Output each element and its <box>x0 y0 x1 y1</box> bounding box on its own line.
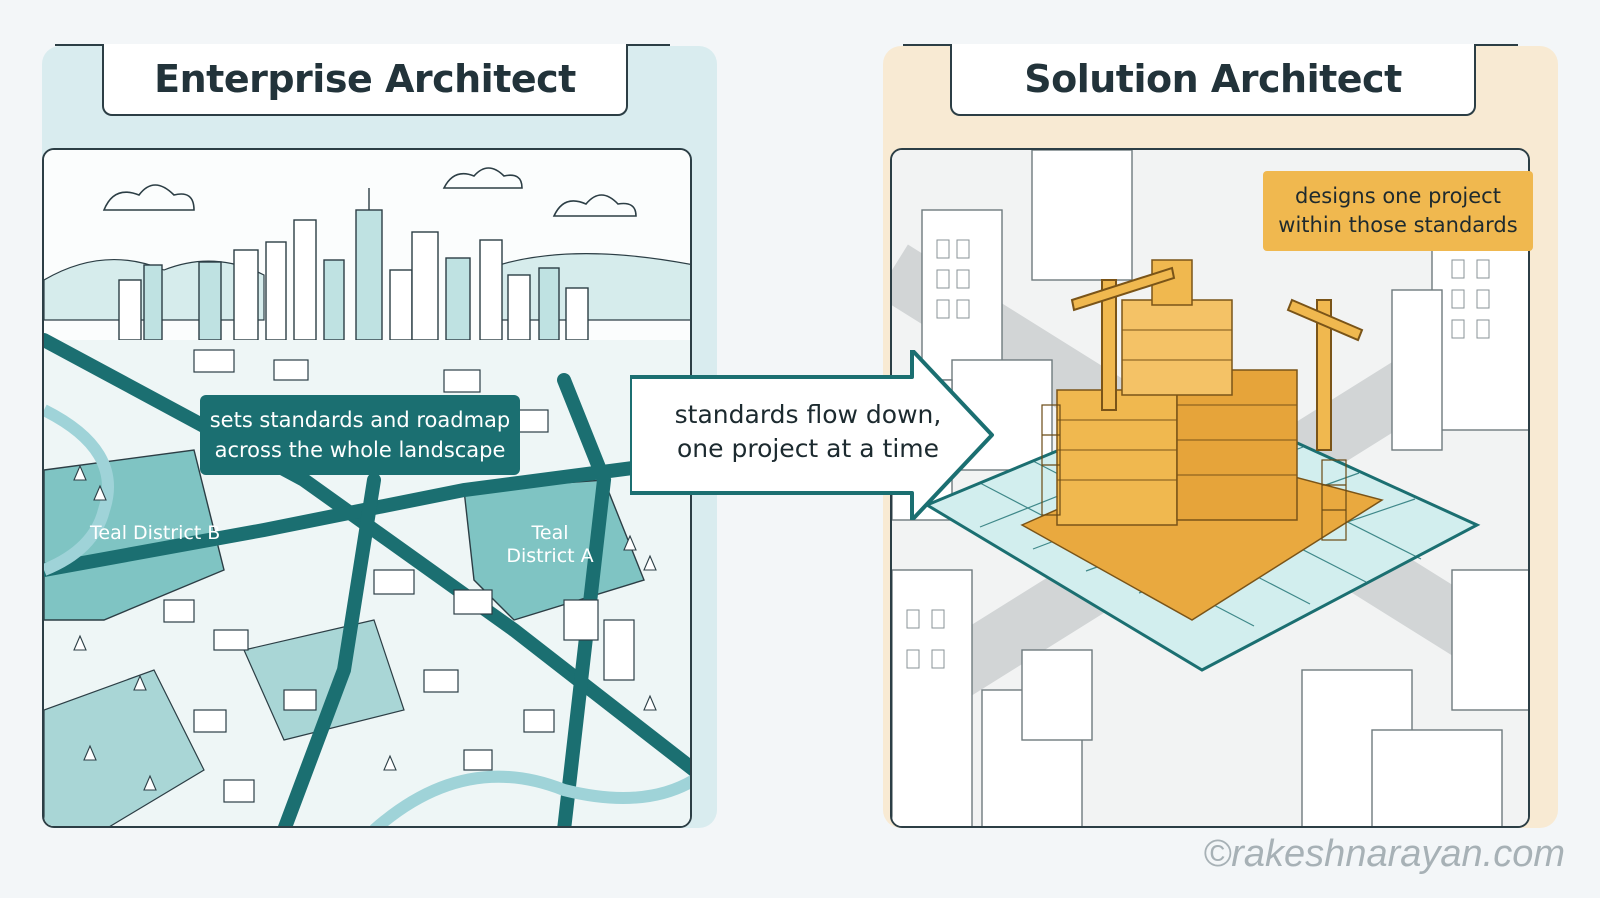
cloud-icon <box>102 184 195 211</box>
solution-callout-line1: designs one project <box>1295 184 1501 208</box>
flow-arrow-line1: standards flow down, <box>674 400 942 429</box>
solution-architect-title: Solution Architect <box>950 44 1476 116</box>
flow-arrow-line2: one project at a time <box>677 434 939 463</box>
enterprise-callout-line2: across the whole landscape <box>214 438 506 462</box>
right-arrow-icon <box>630 350 994 520</box>
enterprise-architect-title: Enterprise Architect <box>102 44 628 116</box>
city-landscape-illustration <box>42 148 692 828</box>
teal-district-a-line2: District A <box>506 545 594 567</box>
teal-district-b-label: Teal District B <box>90 522 221 544</box>
enterprise-callout-line1: sets standards and roadmap <box>209 408 511 432</box>
construction-svg <box>892 150 1528 826</box>
city-map-svg <box>44 150 690 826</box>
construction-site-illustration <box>890 148 1530 828</box>
flow-arrow-label: standards flow down, one project at a ti… <box>648 398 968 466</box>
teal-district-a-line1: Teal <box>531 522 569 544</box>
copyright-watermark: ©rakeshnarayan.com <box>1203 833 1565 875</box>
flow-arrow <box>630 350 994 520</box>
cloud-icon <box>552 194 637 217</box>
enterprise-callout: sets standards and roadmap across the wh… <box>200 395 520 475</box>
solution-callout-line2: within those standards <box>1278 213 1518 237</box>
cloud-icon <box>442 167 523 189</box>
teal-district-a-label: Teal District A <box>500 522 600 568</box>
solution-callout: designs one project within those standar… <box>1263 171 1533 251</box>
